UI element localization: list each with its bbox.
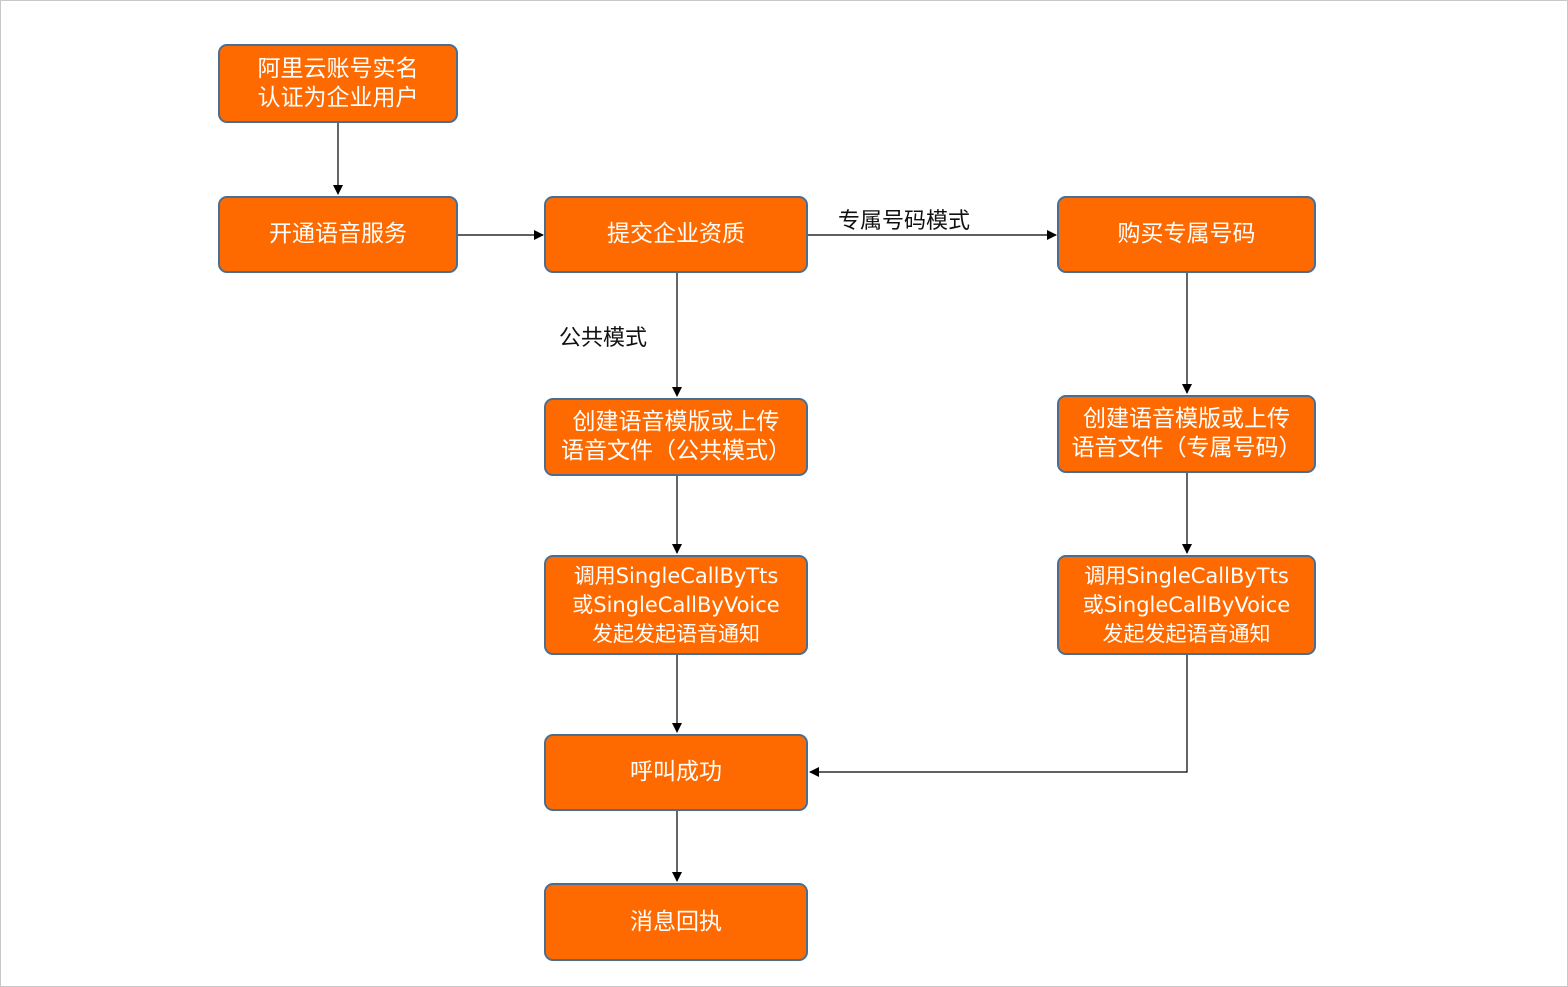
node-text-line: 或SingleCallByVoice xyxy=(1082,592,1291,617)
node-call-api-dedicated: 调用SingleCallByTts 或SingleCallByVoice 发起发起语… xyxy=(1057,555,1316,655)
node-text-line: 调用SingleCallByTts xyxy=(573,563,779,588)
node-text-line: 发起发起语音通知 xyxy=(592,621,760,646)
edge-label-dedicated-mode: 专属号码模式 xyxy=(838,209,971,234)
node-call-success: 呼叫成功 xyxy=(544,734,808,811)
node-text-line: 发起发起语音通知 xyxy=(1102,621,1271,646)
node-message-receipt: 消息回执 xyxy=(544,883,808,961)
node-text-line: 调用SingleCallByTts xyxy=(1084,563,1289,588)
node-text-line: 开通语音服务 xyxy=(269,221,407,247)
node-text-line: 阿里云账号实名 xyxy=(257,55,419,82)
node-text-line: 创建语音模版或上传 xyxy=(572,409,780,435)
node-open-voice-service: 开通语音服务 xyxy=(218,196,458,273)
node-text-line: 购买专属号码 xyxy=(1117,221,1256,247)
edge-call-dedicated-to-success xyxy=(809,655,1188,777)
node-realname-enterprise: 阿里云账号实名认证为企业用户 xyxy=(218,44,458,123)
node-text-line: 消息回执 xyxy=(630,908,722,935)
edge-label-public-mode: 公共模式 xyxy=(559,326,648,351)
node-create-template-public: 创建语音模版或上传语音文件（公共模式） xyxy=(544,398,808,476)
node-call-api-public: 调用SingleCallByTts 或SingleCallByVoice 发起发起语… xyxy=(544,555,808,655)
node-text-line: 创建语音模版或上传 xyxy=(1083,406,1290,432)
node-text-line: 提交企业资质 xyxy=(607,221,745,247)
node-text-line: 呼叫成功 xyxy=(630,759,722,785)
node-text-line: 语音文件（公共模式） xyxy=(561,438,791,464)
node-submit-qualification: 提交企业资质 xyxy=(544,196,808,273)
node-create-template-dedicated: 创建语音模版或上传语音文件（专属号码） xyxy=(1057,395,1316,473)
node-text-line: 或SingleCallByVoice xyxy=(572,592,780,617)
node-buy-dedicated-number: 购买专属号码 xyxy=(1057,196,1316,273)
node-text-line: 语音文件（专属号码） xyxy=(1071,435,1302,461)
node-text-line: 认证为企业用户 xyxy=(257,84,419,111)
